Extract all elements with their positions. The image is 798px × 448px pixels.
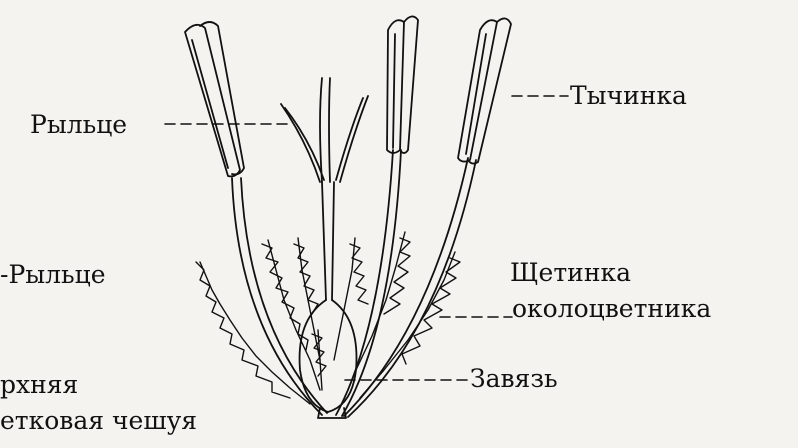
anther-right-a	[458, 20, 497, 161]
label-bristle-line2: околоцветника	[512, 296, 711, 321]
label-stigma-left: -Рыльце	[0, 262, 106, 287]
filament-middle-outer	[336, 150, 393, 415]
stigma-branch-center-a	[320, 78, 322, 182]
stamen-middle	[336, 16, 418, 416]
style	[322, 182, 334, 300]
filament-left-outer	[232, 178, 322, 415]
stamen-right	[344, 18, 511, 417]
filament-right-inner	[348, 160, 476, 417]
stigma-branch-right	[336, 98, 363, 180]
bristle-2	[268, 240, 320, 390]
filament-right-outer	[344, 158, 468, 416]
label-upper-scale-line2: етковая чешуя	[0, 408, 197, 433]
label-stamen: Тычинка	[570, 83, 687, 108]
label-stigma-top: Рыльце	[30, 112, 127, 137]
bristle-1	[200, 262, 310, 404]
label-bristle-line1: Щетинка	[510, 260, 631, 285]
filament-middle-inner	[342, 150, 401, 416]
perianth-bristles	[196, 232, 460, 404]
bristle-6	[360, 252, 455, 398]
filament-left-inner	[241, 178, 327, 413]
label-upper-scale-line1: рхняя	[0, 372, 78, 397]
bristle-4	[334, 238, 355, 360]
label-ovary: Завязь	[470, 366, 558, 391]
bristle-5	[356, 232, 405, 370]
stigma-branch-center-b	[329, 78, 330, 182]
